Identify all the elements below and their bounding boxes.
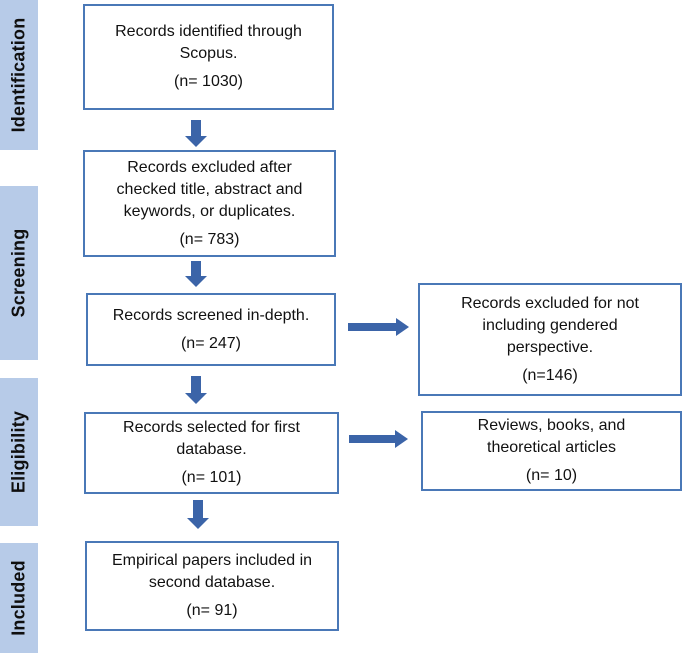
arrow-right-icon [349,430,408,448]
box-line: Records selected for first [123,419,300,436]
arrow-down-icon [185,120,207,147]
box-line: Records excluded after [127,158,292,176]
box-line: second database. [148,574,276,591]
box-count: (n= 91) [186,602,238,619]
box-records-excluded-title: Records excluded after checked title, ab… [83,150,336,257]
box-count: (n=146) [522,366,578,384]
box-records-excluded-gender: Records excluded for not including gende… [418,283,682,396]
stage-tab-included: Included [0,543,38,653]
stage-tab-eligibility: Eligibility [0,378,38,526]
box-count: (n= 247) [180,334,242,352]
box-line: Empirical papers included in [111,552,313,569]
box-line: perspective. [506,338,594,356]
box-line: database. [176,441,247,458]
box-reviews-books: Reviews, books, and theoretical articles… [421,411,682,491]
box-line: Records identified through [115,23,302,40]
box-records-identified: Records identified through Scopus. (n= 1… [83,4,334,110]
box-line: Reviews, books, and [477,417,626,434]
arrow-down-icon [185,261,207,287]
arrow-down-icon [185,376,207,404]
box-count: (n= 101) [181,469,242,486]
box-records-screened: Records screened in-depth. (n= 247) [86,293,336,366]
box-line: keywords, or duplicates. [123,202,296,220]
box-line: Records screened in-depth. [112,306,310,324]
box-records-selected: Records selected for first database. (n=… [84,412,339,494]
arrow-down-icon [187,500,209,529]
box-count: (n= 10) [525,467,578,484]
box-line: Records excluded for not [461,294,639,312]
box-line: including gendered [482,316,618,334]
box-line: checked title, abstract and [116,180,303,198]
box-line: theoretical articles [487,439,616,456]
box-count: (n= 1030) [174,73,243,90]
box-count: (n= 783) [179,230,240,248]
stage-tab-screening: Screening [0,186,38,360]
box-line: Scopus. [179,45,238,62]
stage-tab-identification: Identification [0,0,38,150]
box-empirical-included: Empirical papers included in second data… [85,541,339,631]
arrow-right-icon [348,318,409,336]
